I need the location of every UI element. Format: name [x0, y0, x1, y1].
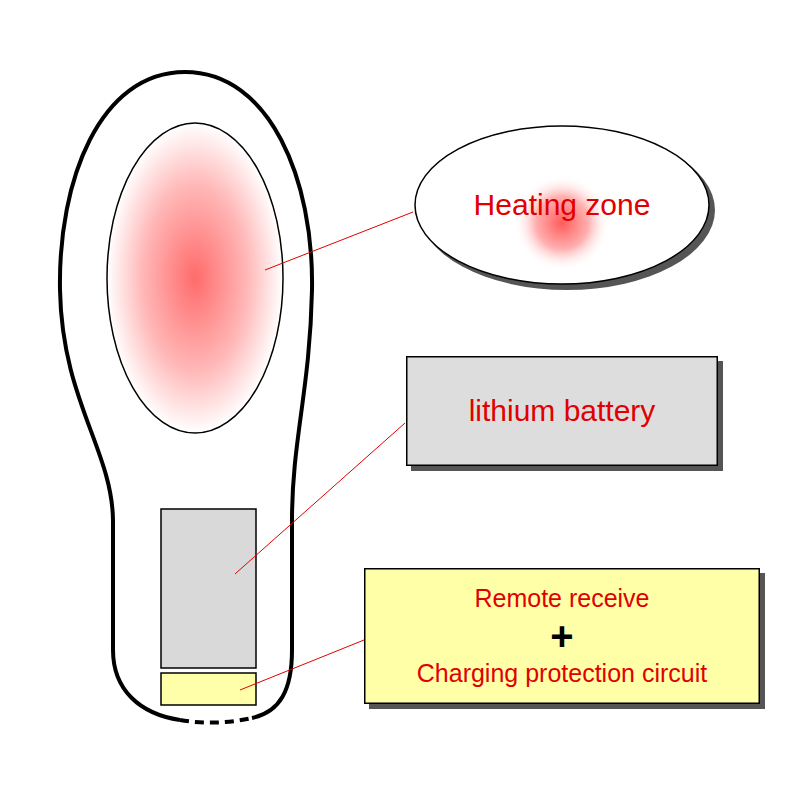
battery-callout-shape	[407, 357, 718, 466]
insole-outline	[60, 72, 312, 720]
leader-line	[240, 640, 364, 690]
heating-zone-callout-shape	[415, 126, 709, 284]
callout-text: Charging protection circuit	[417, 659, 707, 688]
leader-line	[265, 212, 413, 270]
leader-line	[235, 423, 405, 574]
callout-text: Remote receive	[474, 584, 649, 613]
battery-callout: lithium battery	[406, 356, 718, 466]
insole-heel-dashed	[180, 718, 252, 723]
battery-part	[161, 509, 256, 668]
circuit-callout-shape	[365, 569, 760, 704]
callout-text: Heating zone	[474, 188, 651, 223]
heating-zone-area	[107, 123, 283, 433]
heating-zone-callout: Heating zone	[414, 125, 710, 285]
callout-text: lithium battery	[469, 394, 656, 429]
circuit-callout: Remote receive+Charging protection circu…	[364, 568, 760, 704]
callout-text: +	[550, 613, 573, 659]
